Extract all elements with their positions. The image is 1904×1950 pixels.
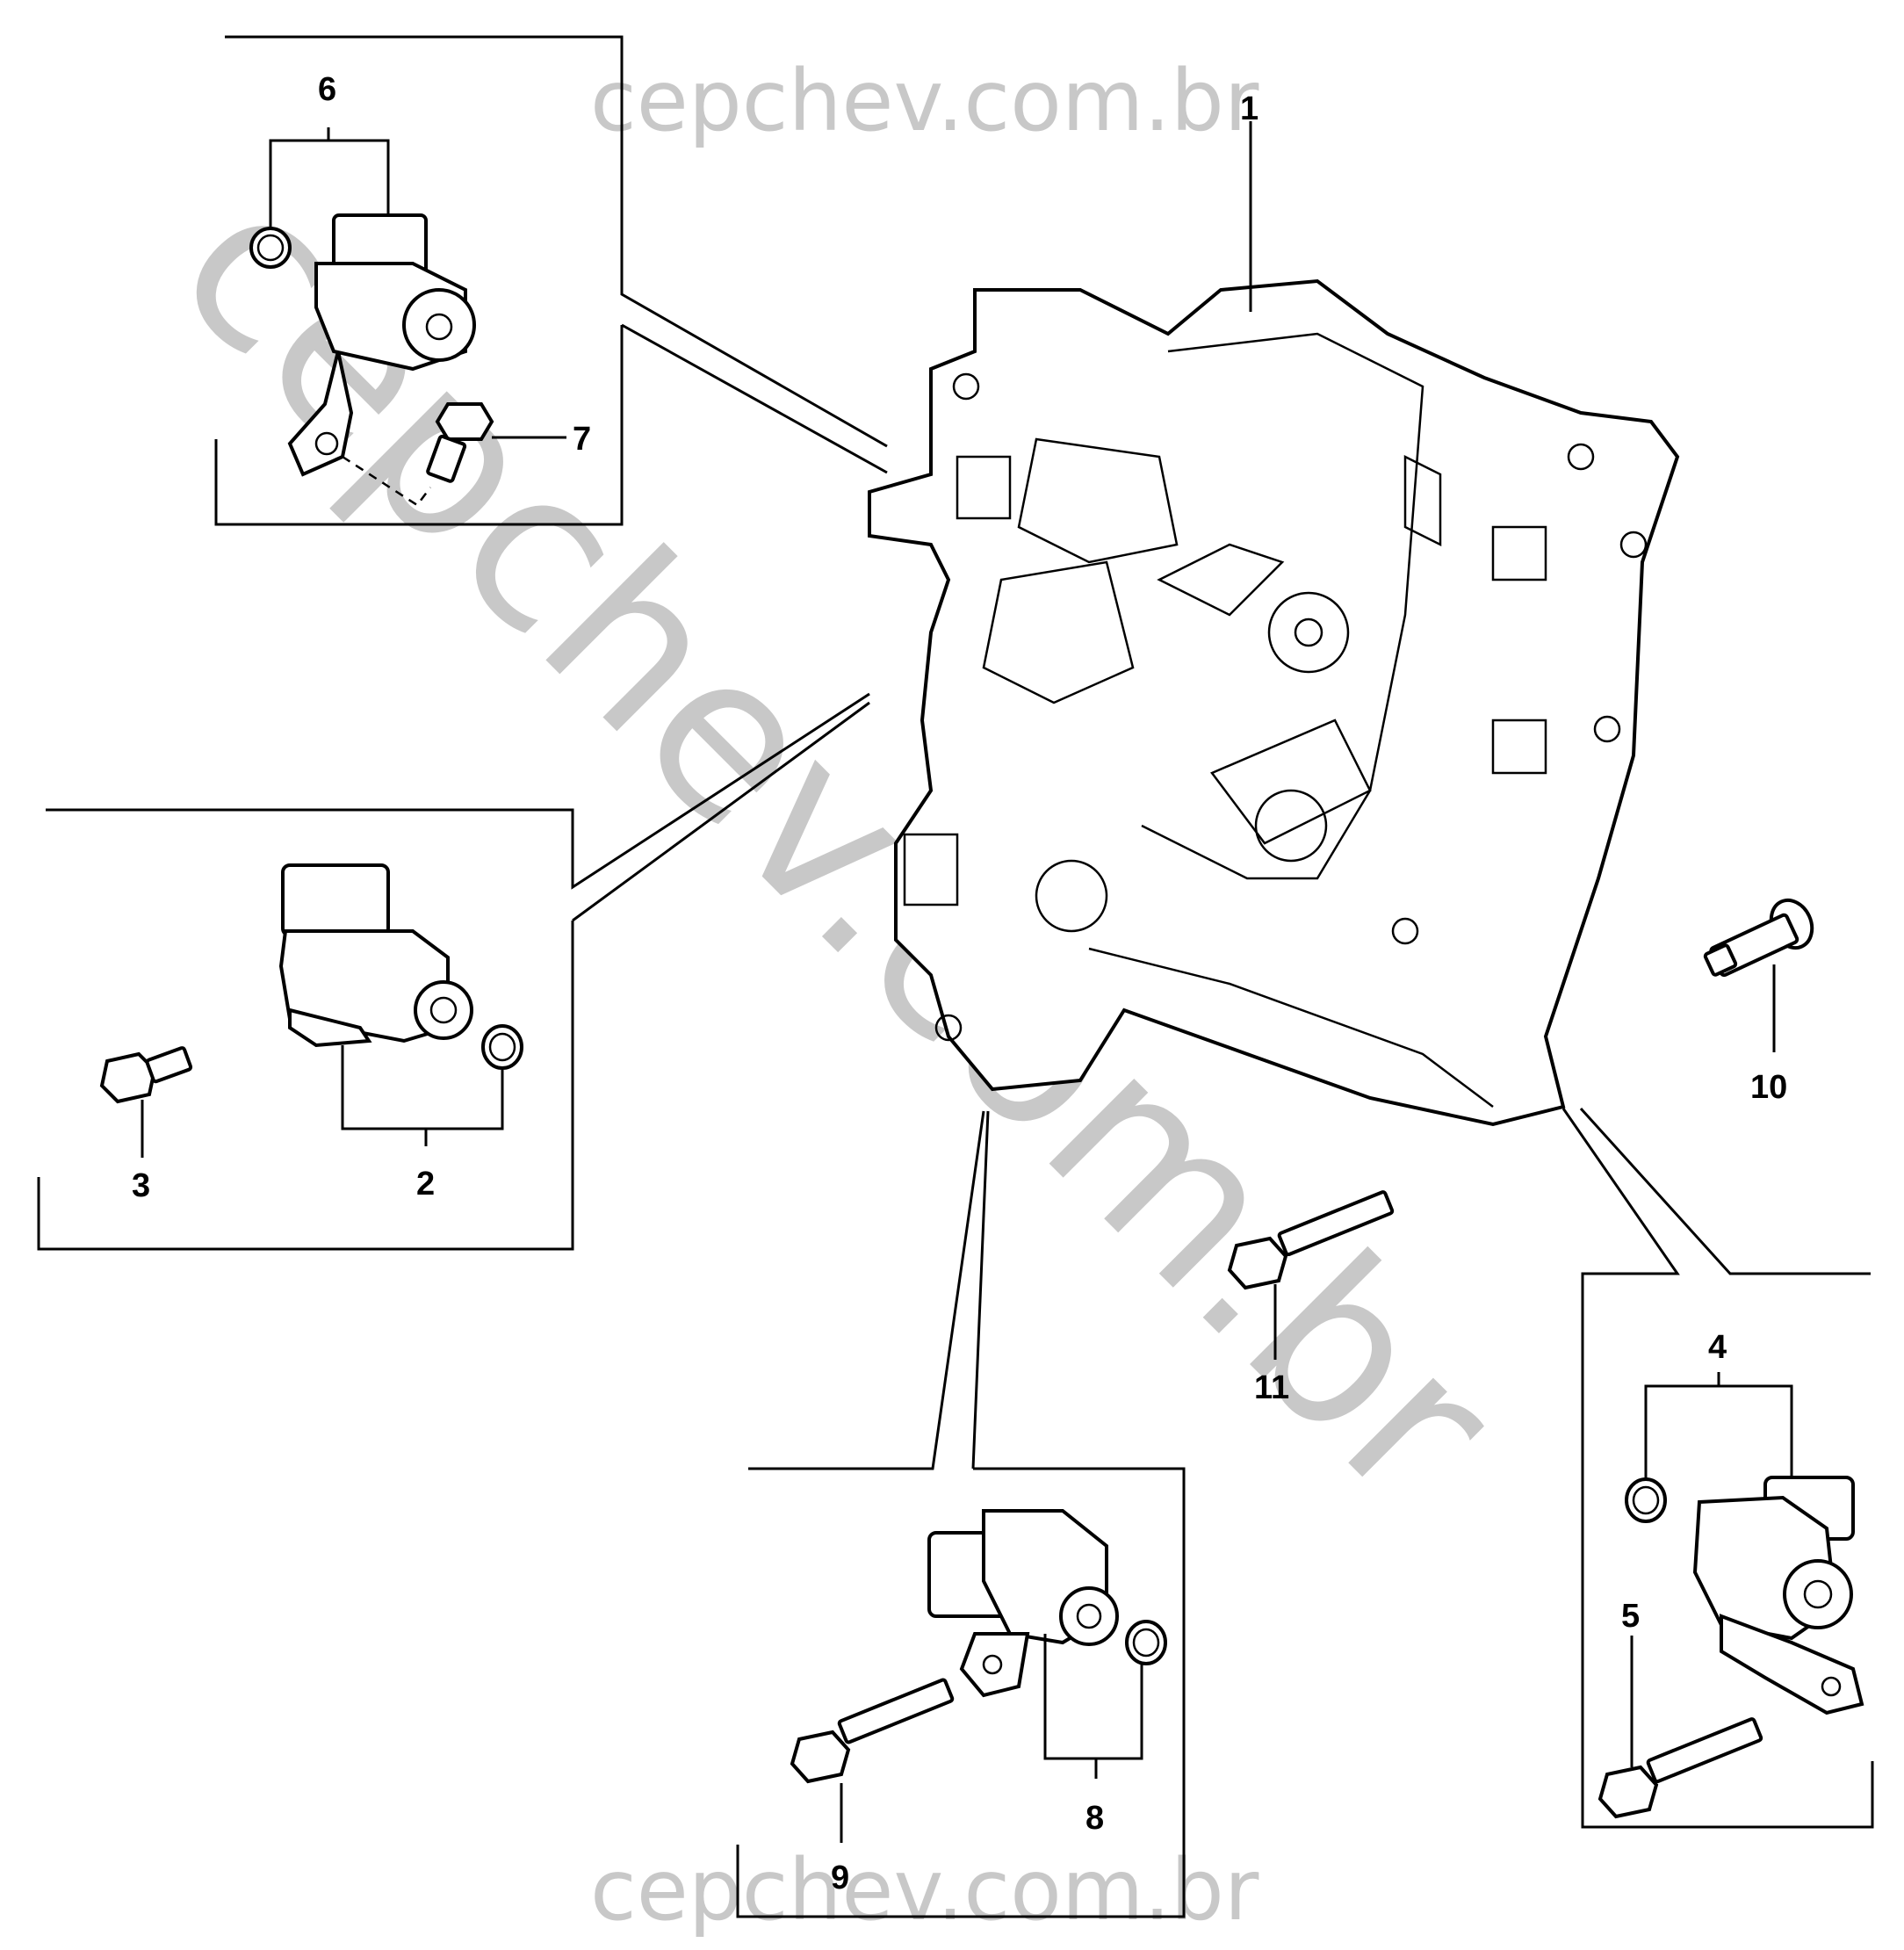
callout-9: 9 <box>831 1860 849 1896</box>
solenoid-icon <box>1692 1476 1864 1715</box>
callout-4: 4 <box>1708 1329 1727 1366</box>
bolt-icon <box>99 1046 193 1104</box>
callout-5: 5 <box>1621 1598 1640 1635</box>
leader-4 <box>1644 1384 1793 1479</box>
solenoid-icon <box>278 863 473 1048</box>
o-ring-icon <box>1625 1477 1667 1523</box>
o-ring-icon <box>249 227 292 269</box>
solenoid-icon <box>287 213 476 477</box>
watermark-bottom: cepchev.com.br <box>590 1841 1259 1939</box>
callout-6: 6 <box>318 71 336 108</box>
bolt-icon <box>790 1678 955 1784</box>
leader-7-dash <box>342 455 431 507</box>
bolt-icon <box>426 402 494 483</box>
callout-2: 2 <box>416 1166 435 1202</box>
callout-8: 8 <box>1085 1800 1104 1837</box>
callout-box-2-3 <box>37 692 870 1251</box>
callout-box-8-9 <box>736 1110 1186 1918</box>
leader-8 <box>1043 1634 1143 1760</box>
callout-11: 11 <box>1254 1369 1289 1406</box>
callout-box-6-7 <box>214 35 888 526</box>
callout-10: 10 <box>1750 1069 1787 1106</box>
watermark-top: cepchev.com.br <box>590 52 1259 150</box>
bolt-icon <box>1703 898 1814 978</box>
o-ring-icon <box>1125 1620 1167 1665</box>
solenoid-icon <box>927 1509 1119 1698</box>
valve-body-icon <box>868 278 1680 1127</box>
callout-7: 7 <box>573 421 591 458</box>
bolt-icon <box>1227 1190 1395 1290</box>
o-ring-icon <box>481 1024 523 1070</box>
callout-box-4-5 <box>1561 1107 1874 1829</box>
callout-3: 3 <box>132 1167 150 1204</box>
callout-1: 1 <box>1240 90 1259 127</box>
leader-2 <box>341 1045 504 1130</box>
bolt-icon <box>1597 1717 1763 1819</box>
